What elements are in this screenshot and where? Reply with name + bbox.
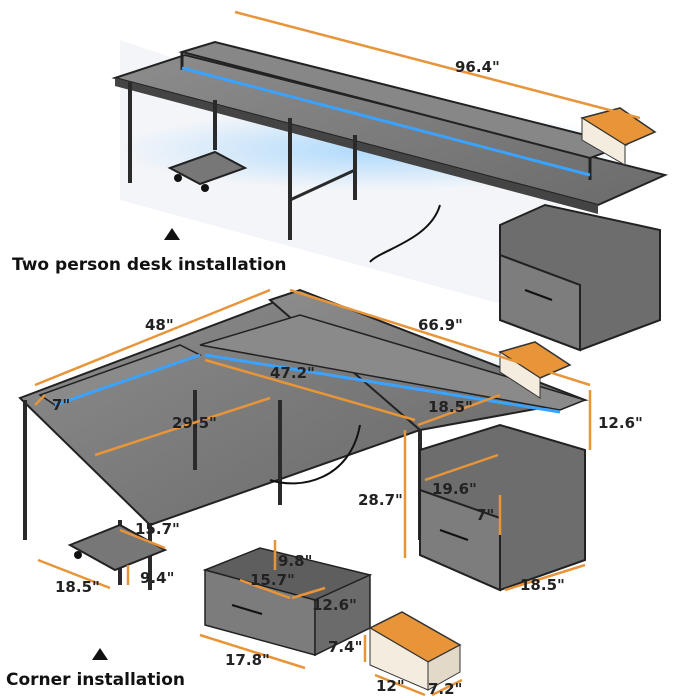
- dim-inner-length: 47.2": [270, 364, 315, 382]
- dim-stand-width: 15.7": [135, 520, 180, 538]
- dim-drawer-w: 15.7": [250, 571, 295, 589]
- dim-shelf-height: 12.6": [598, 414, 643, 432]
- dim-cabinet-width: 19.6": [432, 480, 477, 498]
- triangle-icon-2: [92, 648, 108, 660]
- dim-stand-depth: 18.5": [55, 578, 100, 596]
- top-desk-illustration: [111, 40, 669, 352]
- dim-cabinet-depth: 18.5": [520, 576, 565, 594]
- drawer-illustration: [202, 547, 373, 657]
- dim-stand-height: 9.4": [140, 569, 174, 587]
- storage-box-illustration: [368, 611, 462, 691]
- dim-inner-depth: 18.5": [428, 398, 473, 416]
- dim-left-inner: 29.5": [172, 414, 217, 432]
- dim-box-h: 7.4": [328, 638, 362, 656]
- triangle-icon: [164, 228, 180, 240]
- dim-total-height: 28.7": [358, 491, 403, 509]
- dim-box-w: 12": [376, 677, 405, 695]
- dim-box-d: 7.2": [428, 680, 462, 698]
- dim-line-96: [234, 10, 641, 120]
- caption-two-person: Two person desk installation: [12, 255, 287, 275]
- caption-corner: Corner installation: [6, 670, 185, 690]
- dim-shelf-height-small: 7": [52, 396, 70, 414]
- dim-drawer-h: 9.8": [278, 552, 312, 570]
- dimension-lines: [34, 288, 592, 697]
- corner-desk-illustration: [18, 288, 589, 592]
- dim-drawer-height: 7": [476, 506, 494, 524]
- dim-left-depth: 48": [145, 316, 174, 334]
- dim-right-length: 66.9": [418, 316, 463, 334]
- dim-drawer-outer: 17.8": [225, 651, 270, 669]
- dim-length: 96.4": [455, 58, 500, 76]
- dim-drawer-d: 12.6": [312, 596, 357, 614]
